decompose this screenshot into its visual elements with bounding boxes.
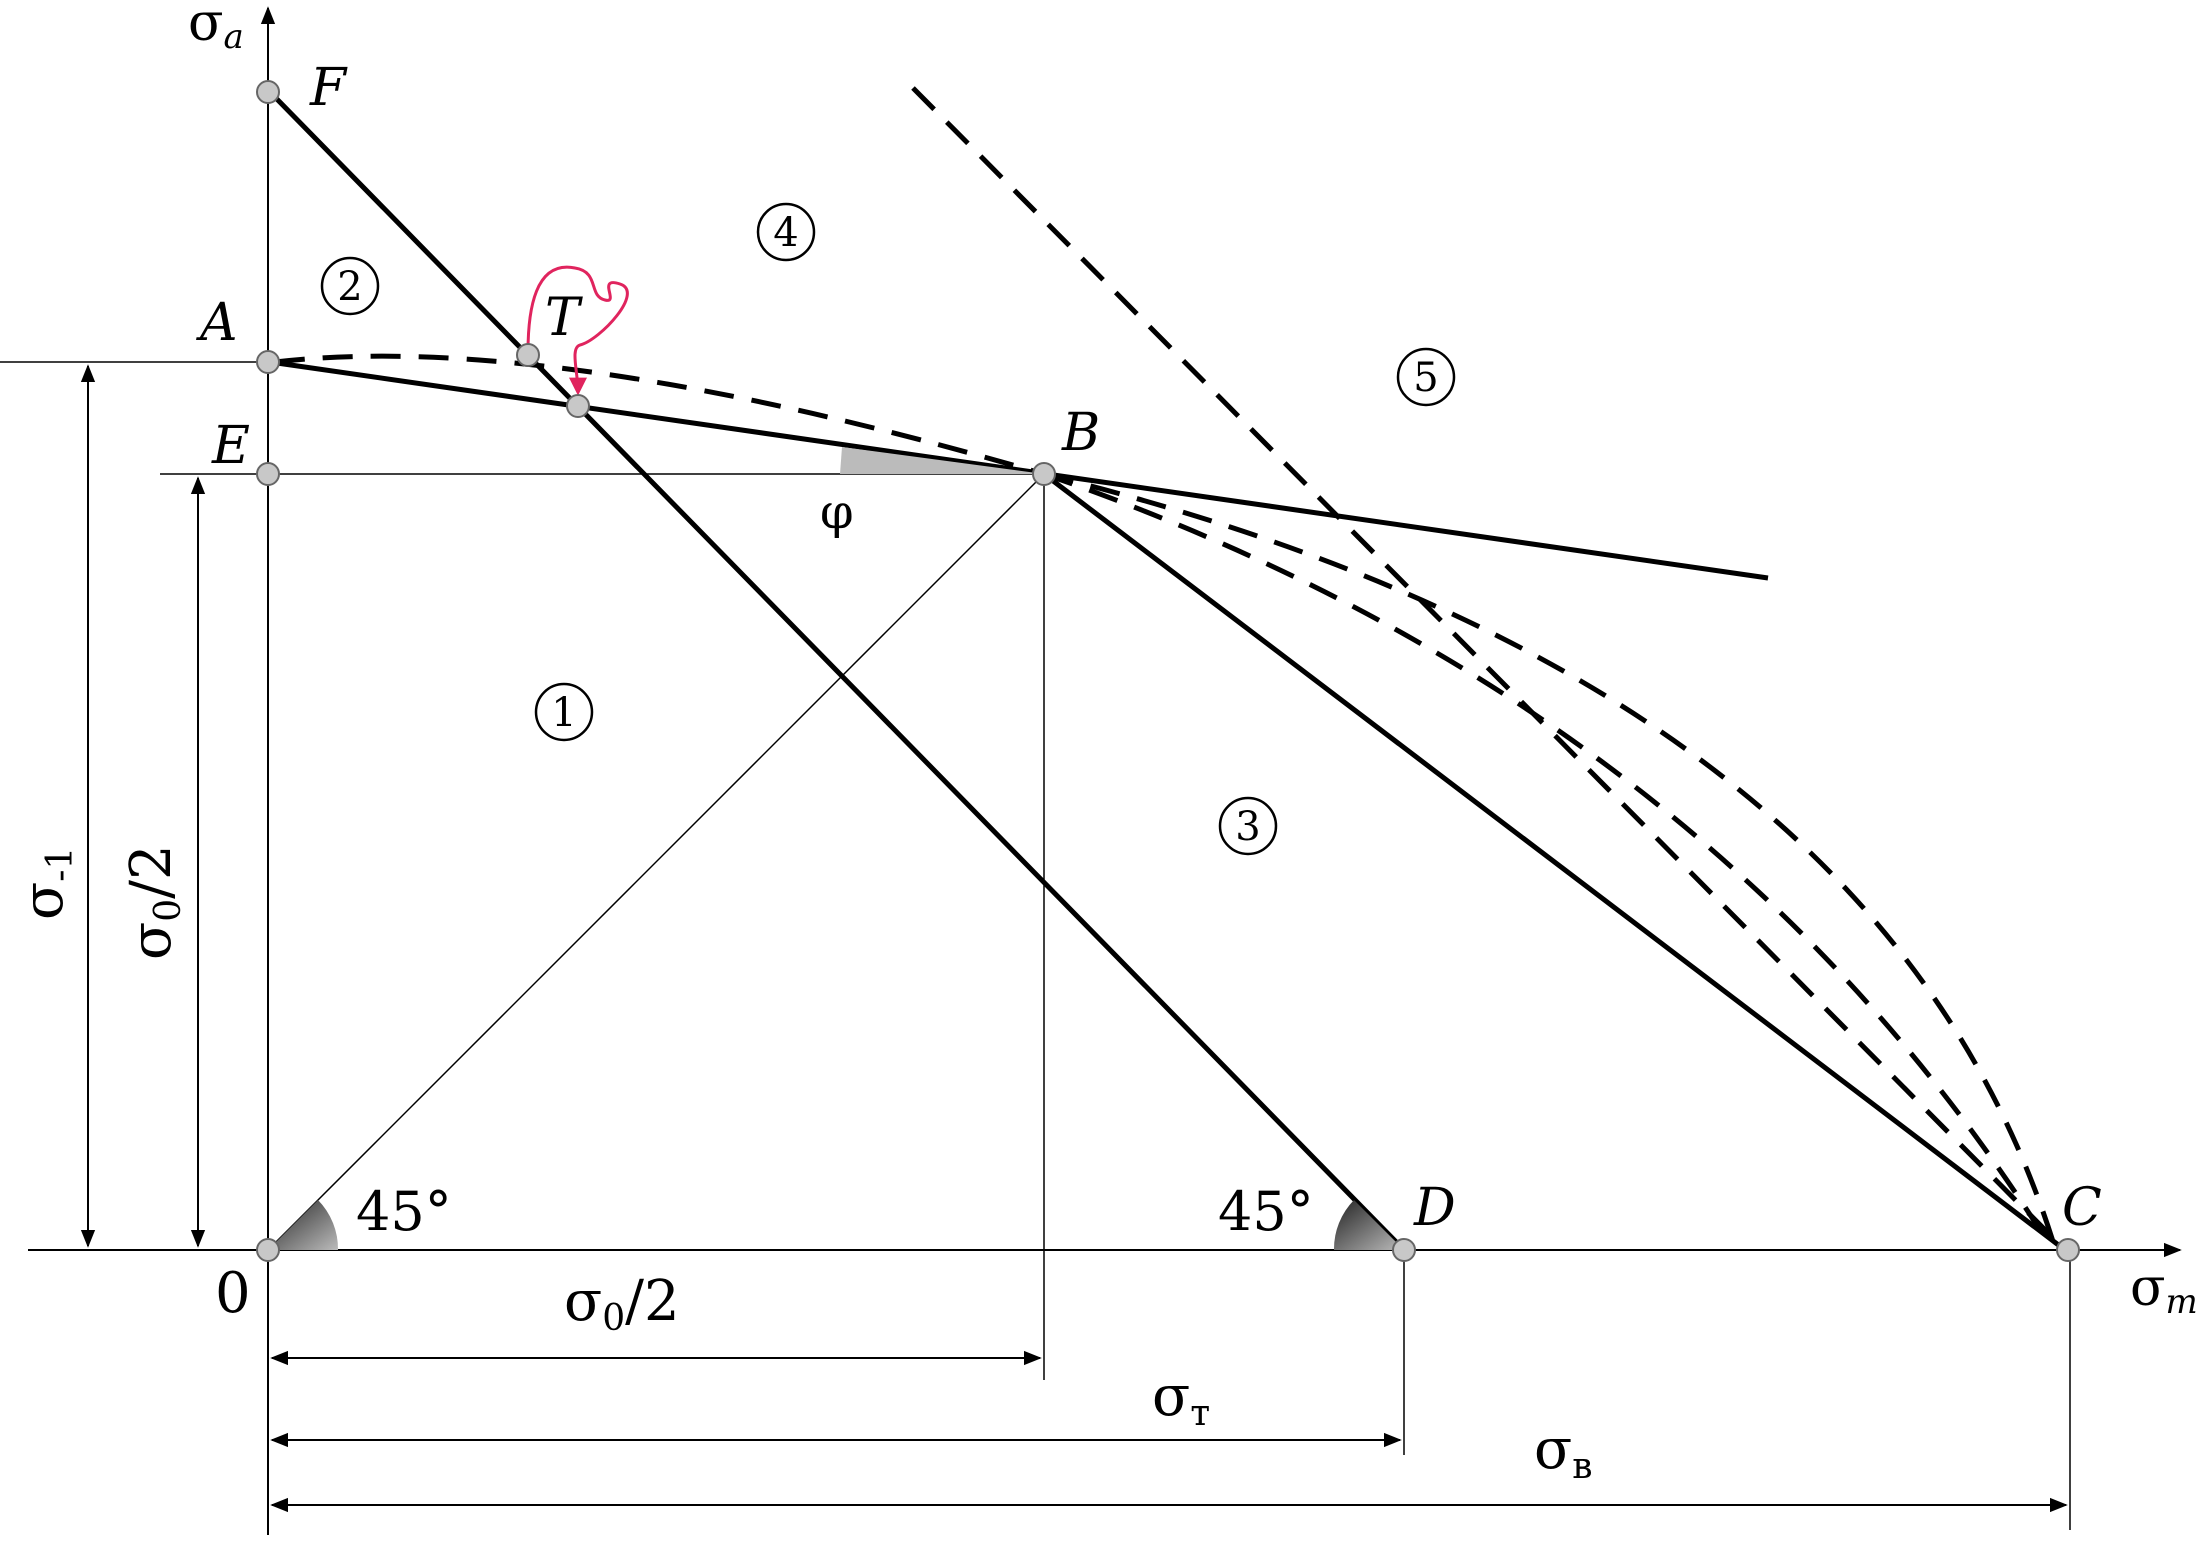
dim-label-sigma0-half-vertical: σ0/2 <box>119 844 189 960</box>
point-c <box>2056 1238 2080 1262</box>
point-intersection <box>566 394 590 418</box>
x-axis-label: σm <box>2130 1258 2196 1322</box>
dashed-curve-b-c-outer <box>1043 471 2058 1249</box>
svg-text:2: 2 <box>337 264 362 310</box>
dashed-curve-a-b <box>274 353 1045 477</box>
highlight-path-t <box>526 265 629 396</box>
region-5: 5 <box>1396 347 1456 407</box>
point-b <box>1032 462 1056 486</box>
label-f: F <box>309 58 348 118</box>
dim-label-sigma-minus1: σ-1 <box>11 847 81 920</box>
region-1: 1 <box>534 682 594 742</box>
y-axis-label: σa <box>188 0 244 57</box>
point-origin <box>256 1238 280 1262</box>
angle-marker-d <box>1333 1200 1404 1250</box>
dashed-line-upper <box>911 86 2067 1252</box>
dim-label-sigma-v: σв <box>1534 1417 1593 1487</box>
label-d: D <box>1413 1178 1456 1238</box>
point-t <box>516 343 540 367</box>
point-a <box>256 350 280 374</box>
line-f-d <box>268 90 1406 1252</box>
line-o-b <box>267 473 1045 1251</box>
dim-label-sigma-t: σт <box>1152 1364 1210 1434</box>
point-d <box>1392 1238 1416 1262</box>
line-b-c <box>1042 472 2067 1252</box>
label-e: E <box>211 416 250 476</box>
svg-text:1: 1 <box>551 690 576 736</box>
angle-marker-origin <box>268 1200 339 1250</box>
label-a: A <box>196 293 238 353</box>
angle-label-origin: 45° <box>356 1180 452 1243</box>
region-2: 2 <box>320 256 380 316</box>
point-e <box>256 462 280 486</box>
line-a-b-extended <box>269 359 1769 581</box>
svg-text:3: 3 <box>1235 804 1260 850</box>
svg-text:4: 4 <box>773 210 798 256</box>
svg-text:5: 5 <box>1413 355 1438 401</box>
dashed-curve-b-c-inner <box>1043 471 2043 1232</box>
dim-label-sigma0-half-horizontal: σ0/2 <box>564 1269 680 1339</box>
angle-label-phi: φ <box>820 484 854 540</box>
point-markers <box>256 80 2080 1262</box>
angle-marker-b-phi <box>840 447 1044 474</box>
region-4: 4 <box>756 202 816 262</box>
point-f <box>256 80 280 104</box>
region-3: 3 <box>1218 796 1278 856</box>
label-b: B <box>1061 403 1100 463</box>
angle-label-d: 45° <box>1218 1180 1314 1243</box>
label-c: C <box>2062 1178 2102 1238</box>
label-origin: 0 <box>215 1261 251 1326</box>
label-t: T <box>545 288 583 348</box>
